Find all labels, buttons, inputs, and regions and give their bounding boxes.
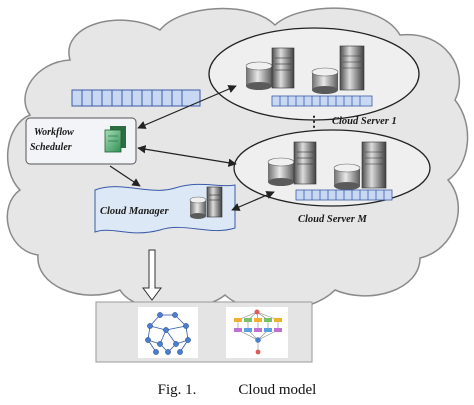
server1-server-icon-a — [271, 47, 295, 89]
cloud-server-m-node — [233, 129, 431, 207]
server1-database-icon-a — [245, 61, 273, 90]
workflow-scheduler-line1: Workflow — [34, 127, 74, 138]
serverm-server-icon-a — [293, 141, 317, 185]
serverm-queue — [295, 189, 393, 201]
hollow-down-arrow — [142, 249, 162, 301]
server1-server-icon-b — [339, 45, 365, 91]
cloud-server-1-label: Cloud Server 1 — [332, 116, 397, 127]
cloud-server-m-label: Cloud Server M — [298, 214, 368, 225]
serverm-server-icon-b — [361, 141, 387, 189]
arrow-scheduler-serverm — [137, 145, 237, 167]
server1-database-icon-b — [311, 67, 339, 94]
scheduler-queue — [71, 89, 201, 107]
figure-number: Fig. 1. — [157, 382, 197, 398]
workflow-scheduler-line2: Scheduler — [30, 142, 72, 153]
connection-arrows — [109, 85, 275, 211]
cloud-manager-server-icon — [206, 186, 223, 218]
figure-caption: Fig. 1. Cloud model — [0, 382, 474, 399]
cloud-manager-node: Cloud Manager — [94, 183, 236, 234]
server1-queue — [271, 95, 373, 107]
arrow-manager-serverm — [231, 191, 275, 211]
ellipsis-dots: ⋮ — [307, 115, 321, 130]
arrow-scheduler-server1 — [137, 85, 237, 129]
workflow-scheduler-node: Workflow Scheduler — [25, 117, 137, 165]
workflow-graph-dag-icon — [234, 309, 282, 355]
document-stack-icon — [104, 126, 126, 153]
cloud-server-1-node — [208, 27, 420, 121]
serverm-database-icon-b — [333, 163, 361, 190]
figure-title: Cloud model — [238, 382, 317, 398]
cloud-manager-database-icon — [189, 196, 207, 219]
cloud-manager-label: Cloud Manager — [100, 206, 169, 217]
workflow-graph-mesh-icon — [145, 312, 191, 355]
arrow-scheduler-manager — [109, 165, 141, 187]
serverm-database-icon-a — [267, 157, 295, 186]
